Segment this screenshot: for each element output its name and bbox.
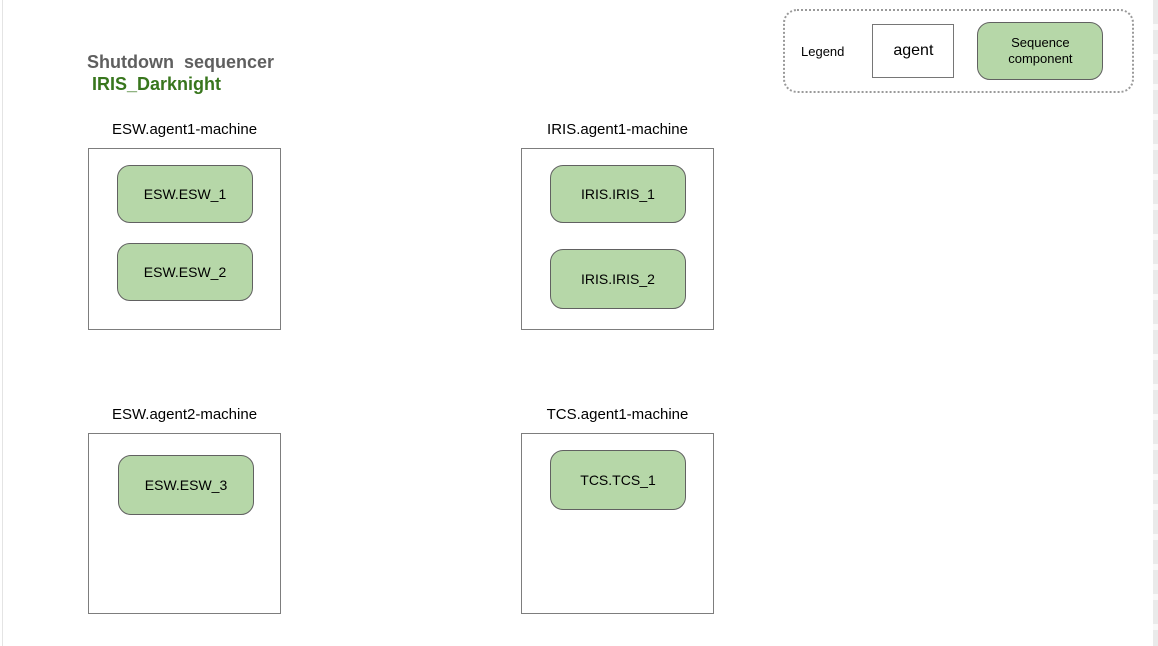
sequence-component-label: ESW.ESW_1: [143, 186, 227, 202]
sequence-component-label: TCS.TCS_1: [580, 472, 656, 488]
sequence-component-label: ESW.ESW_3: [144, 477, 228, 493]
sequence-component-node: ESW.ESW_3: [118, 455, 254, 515]
sequence-component-label: ESW.ESW_2: [143, 264, 227, 280]
sequence-component-label: IRIS.IRIS_2: [581, 271, 655, 287]
sequence-component-node: IRIS.IRIS_1: [550, 165, 686, 223]
legend: Legend agent Sequence component: [783, 9, 1134, 93]
scrollbar[interactable]: [1153, 0, 1158, 646]
legend-sequence-component-swatch: Sequence component: [977, 22, 1104, 80]
page-title-prefix: Shutdown sequencer: [87, 52, 275, 73]
agent-machine-label: ESW.agent2-machine: [111, 406, 258, 423]
sequence-component-label: IRIS.IRIS_1: [581, 186, 655, 202]
legend-sequence-component-label: Sequence component: [1008, 35, 1073, 66]
agent-machine-box-esw-agent1: ESW.agent1-machine ESW.ESW_1 ESW.ESW_2: [88, 121, 281, 330]
legend-agent-swatch: agent: [872, 24, 955, 78]
sequence-component-node: ESW.ESW_2: [117, 243, 253, 301]
sequence-component-node: IRIS.IRIS_2: [550, 249, 686, 309]
sequence-component-node: ESW.ESW_1: [117, 165, 253, 223]
page-title-sequence-name: IRIS_Darknight: [92, 74, 222, 95]
agent-machine-label: ESW.agent1-machine: [111, 121, 258, 138]
agent-machine-box-esw-agent2: ESW.agent2-machine ESW.ESW_3: [88, 406, 281, 614]
agent-machine-box-tcs-agent1: TCS.agent1-machine TCS.TCS_1: [521, 406, 714, 614]
sequence-component-node: TCS.TCS_1: [550, 450, 686, 510]
agent-machine-label: TCS.agent1-machine: [546, 406, 689, 423]
left-edge-divider: [2, 0, 3, 646]
agent-machine-box-iris-agent1: IRIS.agent1-machine IRIS.IRIS_1 IRIS.IRI…: [521, 121, 714, 330]
page-title: Shutdown sequencer IRIS_Darknight: [67, 29, 274, 117]
legend-agent-label: agent: [893, 42, 934, 59]
legend-label: Legend: [801, 43, 845, 59]
agent-machine-label: IRIS.agent1-machine: [547, 121, 688, 138]
